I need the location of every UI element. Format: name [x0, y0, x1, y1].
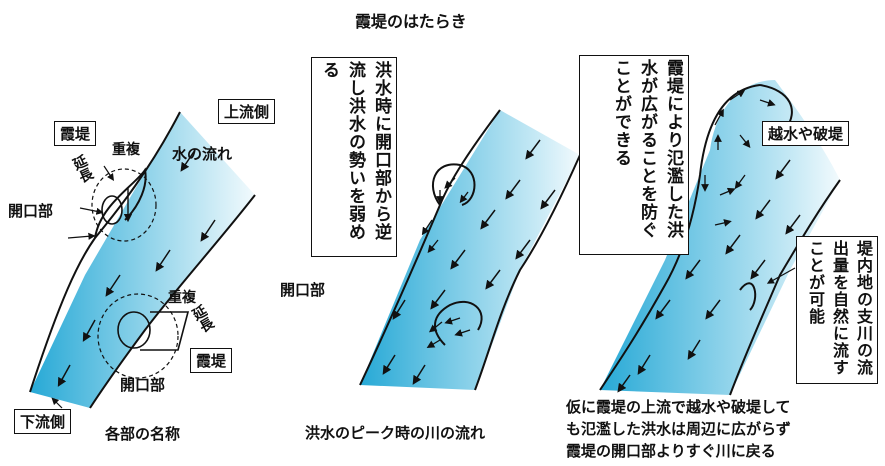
overlap-label-top: 重複 — [112, 142, 140, 158]
panel2-opening-label: 開口部 — [280, 281, 326, 299]
panel2-note: 洪水時に開口部から逆流し洪水の勢いを弱める — [311, 57, 397, 257]
lower-levee-3 — [729, 179, 841, 396]
upstream-label: 上流側 — [218, 99, 276, 124]
flow-arrows-2 — [382, 139, 556, 385]
panel2-caption: 洪水のピーク時の川の流れ — [305, 424, 486, 442]
panel3-note-right: 堤内地の支川の流出量を自然に流すことが可能 — [796, 236, 878, 384]
opening-label-top: 開口部 — [8, 202, 54, 220]
downstream-label: 下流側 — [14, 409, 72, 434]
overlap-label-bottom: 重複 — [168, 290, 196, 306]
river-panel-2 — [359, 109, 581, 391]
lower-levee-2 — [474, 154, 581, 391]
kasumitei-label-top: 霞堤 — [54, 121, 97, 146]
opening-label-bottom: 開口部 — [120, 376, 166, 394]
kasumitei-label-bottom: 霞堤 — [190, 348, 233, 373]
overflow-label: 越水や破堤 — [762, 121, 850, 146]
diagram-title: 霞堤のはたらき — [355, 12, 467, 31]
overlap-circle-bottom — [97, 293, 179, 379]
panel3-caption-line-3: 霞堤の開口部よりすぐ川に戻る — [566, 442, 776, 460]
flow-arrows-3 — [617, 159, 801, 393]
panel3-caption: 仮に霞堤の上流で越水や破堤して も氾濫した洪水は周辺に広がらず 霞堤の開口部より… — [566, 396, 791, 462]
panel1-caption: 各部の名称 — [105, 425, 181, 443]
overlap-circle-top — [91, 168, 157, 242]
river-panel-3 — [599, 80, 841, 396]
flow-label: 水の流れ — [172, 145, 233, 163]
overlap-levee-top — [94, 167, 147, 239]
panel3-caption-line-1: 仮に霞堤の上流で越水や破堤して — [566, 398, 791, 416]
river-panel-1 — [29, 111, 256, 409]
flow-arrows-1 — [57, 149, 216, 387]
lower-levee-1 — [89, 194, 256, 409]
river-body-2 — [360, 110, 580, 390]
swirl-arrows-3 — [701, 89, 776, 227]
upper-levee-2 — [359, 109, 501, 386]
panel3-caption-line-2: も氾濫した洪水は周辺に広がらず — [566, 420, 791, 438]
panel3-note-top: 霞堤により氾濫した洪水が広がることを防ぐことができる — [579, 55, 689, 255]
